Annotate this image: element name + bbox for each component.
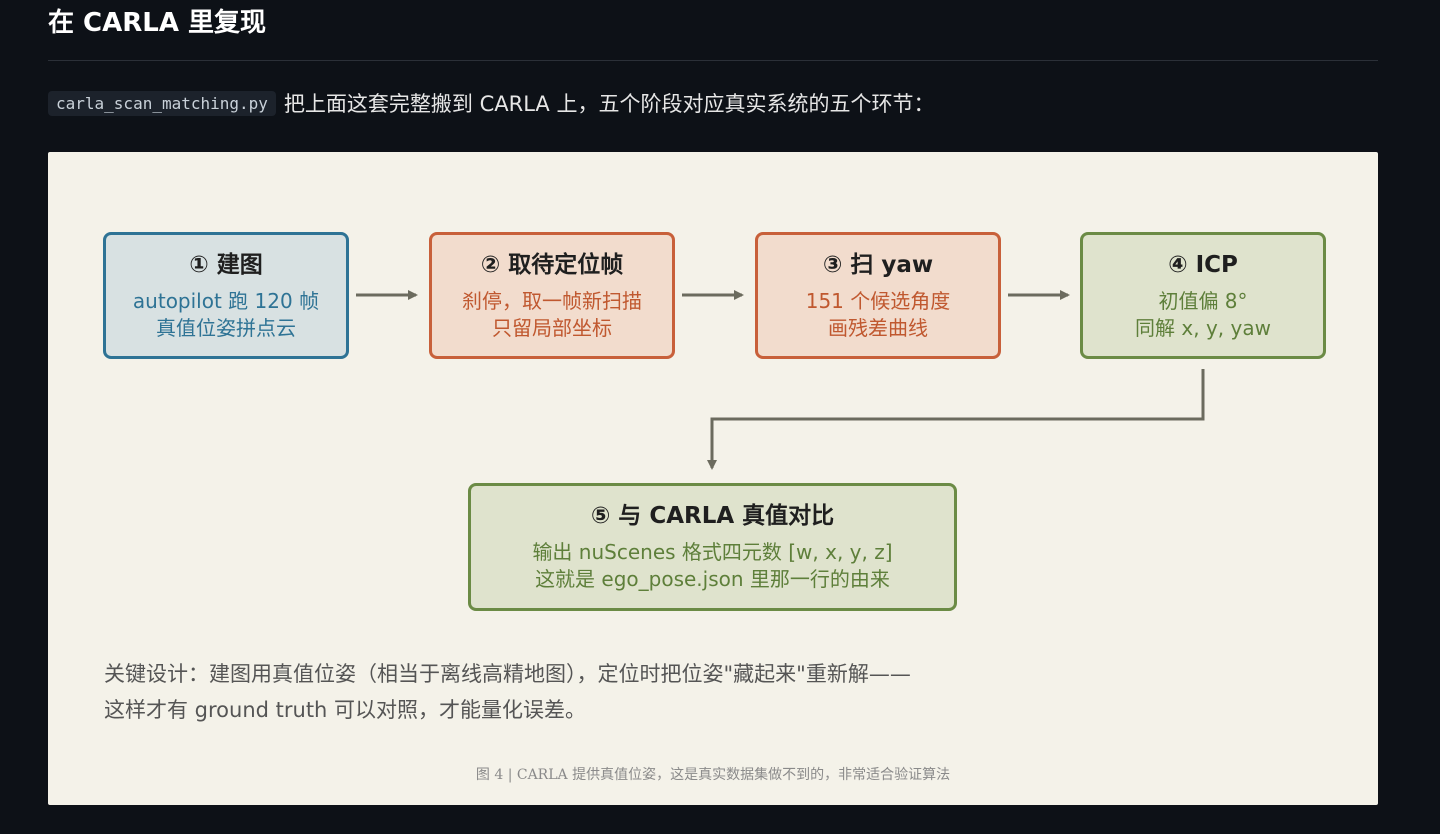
step-4-line-1: 初值偏 8°: [1158, 288, 1248, 313]
section-heading: 在 CARLA 里复现: [48, 8, 267, 38]
step-1-line-2: 真值位姿拼点云: [156, 315, 296, 340]
step-2-box: ② 取待定位帧 刹停，取一帧新扫描 只留局部坐标: [429, 232, 675, 359]
step-3-line-1: 151 个候选角度: [805, 288, 951, 313]
step-3-box: ③ 扫 yaw 151 个候选角度 画残差曲线: [755, 232, 1001, 359]
step-1-box: ① 建图 autopilot 跑 120 帧 真值位姿拼点云: [103, 232, 349, 359]
figure-caption: 图 4 | CARLA 提供真值位姿，这是真实数据集做不到的，非常适合验证算法: [475, 767, 951, 783]
step-5-box: ⑤ 与 CARLA 真值对比 输出 nuScenes 格式四元数 [w, x, …: [468, 483, 957, 611]
step-5-line-2: 这就是 ego_pose.json 里那一行的由来: [535, 567, 890, 591]
intro-text: 把上面这套完整搬到 CARLA 上，五个阶段对应真实系统的五个环节：: [283, 92, 935, 116]
step-4-line-2: 同解 x, y, yaw: [1135, 315, 1271, 340]
flow-arrows: [356, 290, 1205, 470]
design-note: 关键设计：建图用真值位姿（相当于离线高精地图），定位时把位姿"藏起来"重新解——…: [104, 656, 911, 728]
step-2-title: ② 取待定位帧: [480, 251, 624, 278]
step-2-line-2: 只留局部坐标: [492, 315, 612, 340]
step-4-box: ④ ICP 初值偏 8° 同解 x, y, yaw: [1080, 232, 1326, 359]
step-1-line-1: autopilot 跑 120 帧: [132, 288, 320, 313]
heading-divider: [48, 60, 1378, 61]
step-5-title: ⑤ 与 CARLA 真值对比: [590, 503, 835, 529]
arrow-4-to-5: [707, 369, 1205, 470]
step-2-line-1: 刹停，取一帧新扫描: [462, 288, 642, 313]
step-1-title: ① 建图: [189, 251, 263, 278]
design-note-line-2: 这样才有 ground truth 可以对照，才能量化误差。: [104, 698, 587, 722]
figure-panel: ① 建图 autopilot 跑 120 帧 真值位姿拼点云 ② 取待定位帧 刹…: [48, 152, 1378, 805]
step-3-line-2: 画残差曲线: [828, 315, 928, 340]
step-4-title: ④ ICP: [1168, 251, 1238, 278]
inline-code-filename: carla_scan_matching.py: [48, 90, 276, 116]
intro-paragraph: carla_scan_matching.py 把上面这套完整搬到 CARLA 上…: [48, 86, 934, 120]
design-note-line-1: 关键设计：建图用真值位姿（相当于离线高精地图），定位时把位姿"藏起来"重新解——: [104, 662, 911, 686]
step-3-title: ③ 扫 yaw: [822, 251, 934, 278]
step-5-line-1: 输出 nuScenes 格式四元数 [w, x, y, z]: [532, 540, 893, 564]
